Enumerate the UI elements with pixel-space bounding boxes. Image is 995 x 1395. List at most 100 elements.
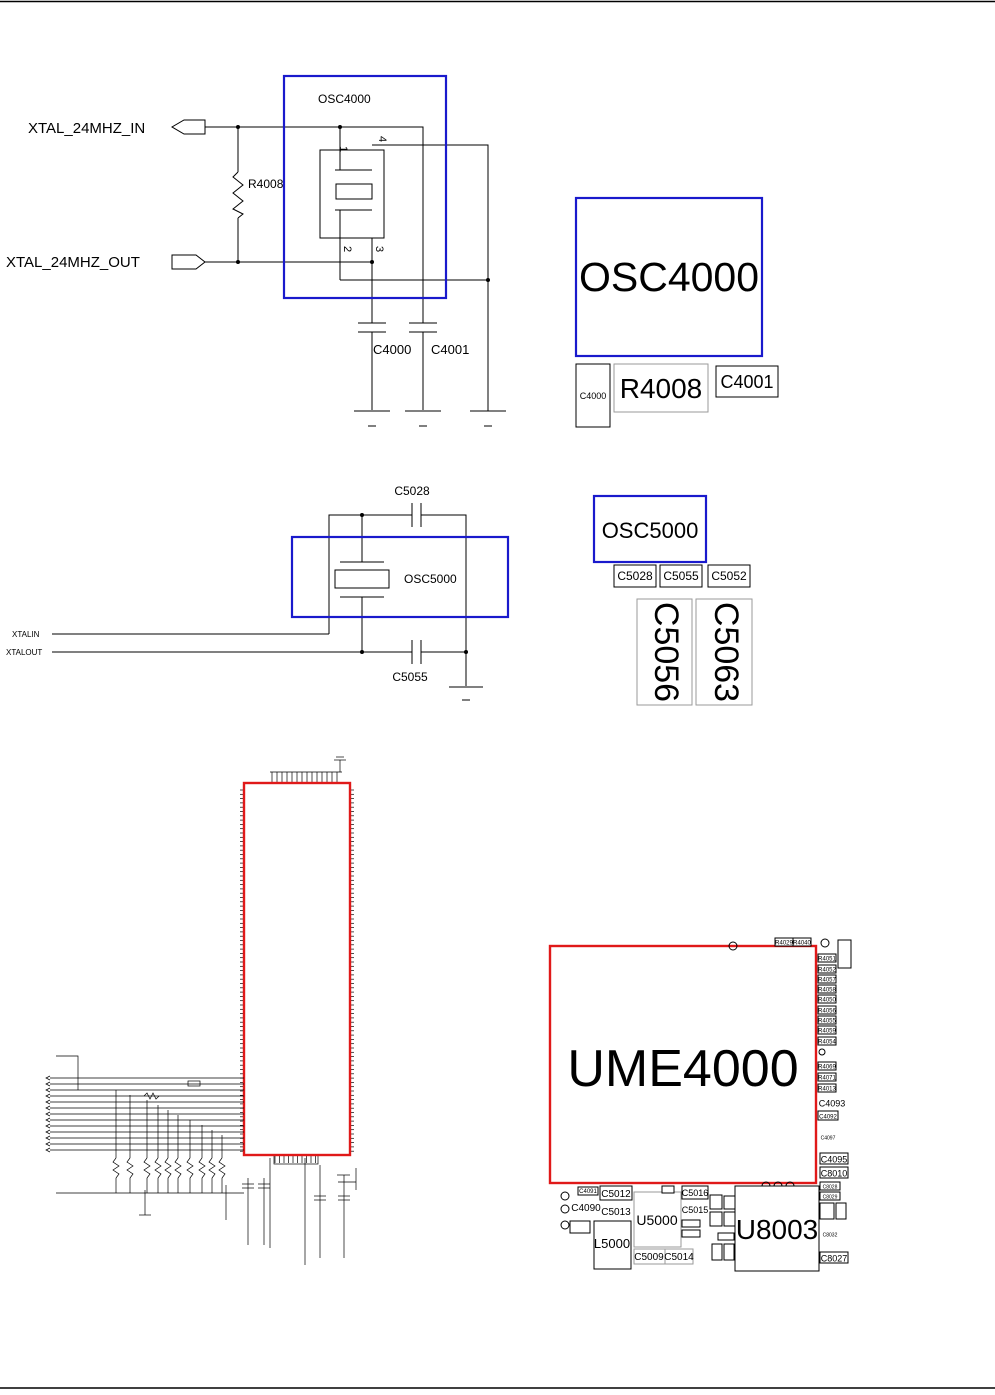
component-label: C8032 [823, 1233, 838, 1239]
pullup-resistor [126, 1157, 134, 1179]
component-r4050: R4050 [817, 994, 837, 1004]
component-c8027: C8027 [819, 1251, 849, 1264]
pad-l5000 [593, 1220, 632, 1270]
ground-symbol [405, 410, 441, 427]
ground-symbol [449, 686, 483, 701]
pullup-resistor [208, 1157, 216, 1179]
component-c4095: C4095 [819, 1152, 849, 1165]
component-label: C4093 [819, 1099, 846, 1109]
component-r4069: R4069 [817, 1061, 837, 1071]
pad-u8003 [734, 1185, 820, 1272]
component-r4055: R4055 [817, 1015, 837, 1025]
pad-c5063 [695, 598, 753, 706]
pullup-resistor [164, 1157, 172, 1179]
net-label-xtal-out: XTAL_24MHZ_OUT [6, 254, 140, 271]
net-port [45, 1081, 51, 1087]
pullup-resistor [186, 1157, 194, 1179]
layout-label-c5052: C5052 [711, 569, 747, 583]
osc5000-schematic: C5028 C5055 XTALIN XTALOUT OSC5000 [6, 484, 510, 701]
resistor-r4008 [232, 171, 244, 219]
component-pad [817, 953, 837, 963]
component-label: C8010 [821, 1169, 848, 1179]
net-port [45, 1141, 51, 1147]
pad-r4008 [613, 363, 709, 413]
net-port [45, 1135, 51, 1141]
component-r4013: R4013 [817, 1083, 837, 1093]
component-label: R4057 [818, 978, 836, 984]
layout-label-c5028: C5028 [617, 569, 653, 583]
component-label: R4069 [818, 1065, 836, 1071]
pin-4: 4 [376, 136, 388, 142]
pad-osc5000 [592, 494, 708, 564]
component-pad [819, 1181, 841, 1191]
pad-c4000 [575, 363, 611, 428]
pin-1: 1 [337, 146, 349, 152]
layout-label-c5063: C5063 [707, 602, 745, 702]
left-nets [45, 1055, 244, 1194]
pad-osc4000 [574, 196, 764, 358]
component-pad [817, 964, 837, 974]
ground-symbol [470, 410, 506, 427]
pullup-resistor [218, 1157, 226, 1179]
layout-label-c5016: C5016 [682, 1188, 709, 1198]
component-label: R4059 [818, 1029, 836, 1035]
component-label: C4097 [821, 1136, 836, 1142]
component-label: C8027 [821, 1254, 848, 1264]
component-pad [817, 1072, 837, 1082]
component-pad [819, 1191, 841, 1201]
pullup-resistor [154, 1157, 162, 1179]
net-port [45, 1087, 51, 1093]
pullup-resistor [174, 1157, 182, 1179]
layout-label-c5014: C5014 [664, 1252, 694, 1263]
pad-c5012 [599, 1185, 633, 1201]
component-label: R4051 [818, 957, 836, 963]
component-pad [819, 1202, 835, 1220]
net-port [45, 1111, 51, 1117]
port-xtal-in [171, 119, 206, 135]
pullup-resistor [198, 1157, 206, 1179]
ref-osc4000: OSC4000 [318, 92, 371, 106]
component-label: R4040 [793, 941, 811, 947]
net-port [45, 1123, 51, 1129]
component-c8010: C8010 [819, 1166, 849, 1179]
component-r4051: R4051 [817, 953, 837, 963]
pad-c5052 [707, 564, 751, 588]
pad-c5014 [664, 1248, 694, 1265]
label-c5055: C5055 [392, 670, 428, 684]
component-r4057: R4057 [817, 974, 837, 984]
via [818, 1048, 826, 1056]
component-c8029: C8029 [819, 1191, 841, 1201]
layout-label-l5000: L5000 [594, 1236, 630, 1251]
component-pad [817, 1110, 839, 1121]
pad-c5055 [659, 564, 703, 588]
label-c5028: C5028 [394, 484, 430, 498]
pad-u5000 [633, 1191, 682, 1248]
net-label-xtalin: XTALIN [12, 630, 40, 639]
component-r4056: R4056 [817, 1005, 837, 1015]
label-r4008: R4008 [248, 177, 284, 191]
ic-pins-bottom [273, 1154, 319, 1165]
component-label: C4095 [821, 1155, 848, 1165]
pullup-resistor [112, 1157, 120, 1179]
layout-label-c4001: C4001 [720, 372, 773, 392]
component-label: R4055 [818, 1019, 836, 1025]
layout-label-c5056: C5056 [647, 602, 685, 702]
component-c4093: C4093 [819, 1099, 846, 1109]
pad-c5028 [613, 564, 657, 588]
highlight-ume4000-symbol [242, 781, 352, 1157]
net-wire [56, 1055, 79, 1090]
ref-osc5000: OSC5000 [404, 572, 457, 586]
layout-label-c5015: C5015 [682, 1205, 709, 1215]
component-r4058: R4058 [817, 984, 837, 994]
osc4000-schematic: XTAL_24MHZ_IN XTAL_24MHZ_OUT R4008 1 4 2… [6, 74, 506, 427]
label-c4001: C4001 [431, 342, 469, 357]
component-c8028: C8028 [819, 1181, 841, 1191]
pin-2: 2 [341, 246, 353, 252]
component-pad [817, 974, 837, 984]
inline-cap [187, 1080, 201, 1087]
ume4000-schematic [45, 756, 357, 1265]
layout-label-c4090: C4090 [571, 1203, 601, 1214]
layout-label-r4008: R4008 [620, 373, 703, 404]
